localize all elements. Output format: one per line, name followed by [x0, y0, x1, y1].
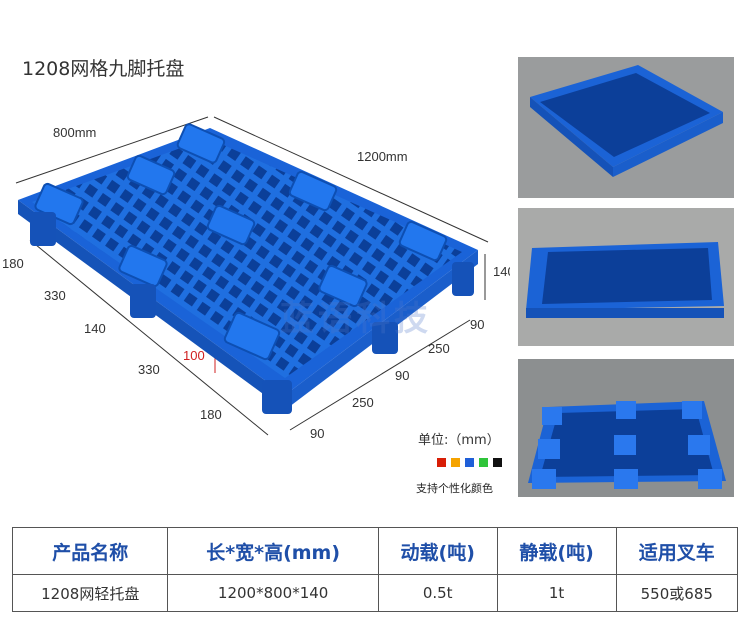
cell-dimensions: 1200*800*140 — [167, 574, 379, 612]
header-static-load: 静载(吨) — [496, 527, 617, 575]
left-dim-1: 180 — [2, 256, 24, 271]
width-label: 1200mm — [357, 149, 408, 164]
cell-dynamic-load: 0.5t — [377, 574, 498, 612]
pallet-photo-angled — [518, 57, 734, 198]
table-row: 1208网轻托盘 1200*800*140 0.5t 1t 550或685 — [11, 574, 739, 612]
watermark: 蓝语科技 — [280, 299, 432, 339]
right-dim-2: 250 — [428, 341, 450, 356]
pallet-photo-front — [518, 208, 734, 346]
header-product-name: 产品名称 — [11, 527, 169, 575]
right-dim-5: 90 — [310, 426, 324, 441]
spec-table: 产品名称 长*宽*高(mm) 动载(吨) 静载(吨) 适用叉车 1208网轻托盘… — [11, 527, 739, 612]
foot-height-label: 100 — [183, 348, 205, 363]
unit-label: 单位:（mm） — [418, 433, 500, 448]
color-swatch-green — [479, 458, 488, 467]
header-dynamic-load: 动载(吨) — [377, 527, 498, 575]
left-dim-4: 330 — [138, 362, 160, 377]
page-title: 1208网格九脚托盘 — [22, 58, 185, 80]
left-dim-5: 180 — [200, 407, 222, 422]
pallet-photo-underside — [518, 359, 734, 497]
color-swatches — [437, 458, 502, 467]
custom-color-label: 支持个性化颜色 — [416, 482, 493, 495]
height-label: 140 — [493, 264, 510, 279]
header-forklift: 适用叉车 — [615, 527, 739, 575]
color-swatch-blue — [465, 458, 474, 467]
table-header-row: 产品名称 长*宽*高(mm) 动载(吨) 静载(吨) 适用叉车 — [11, 527, 739, 575]
right-dim-3: 90 — [395, 368, 409, 383]
color-swatch-black — [493, 458, 502, 467]
color-swatch-yellow — [451, 458, 460, 467]
cell-static-load: 1t — [496, 574, 617, 612]
cell-forklift: 550或685 — [615, 574, 739, 612]
color-swatch-red — [437, 458, 446, 467]
length-label: 800mm — [53, 125, 96, 140]
left-dim-2: 330 — [44, 288, 66, 303]
pallet-diagram: 800mm 1200mm 140 100 180 330 140 330 180… — [2, 116, 510, 441]
cell-product-name: 1208网轻托盘 — [11, 574, 169, 612]
right-dim-4: 250 — [352, 395, 374, 410]
left-dim-3: 140 — [84, 321, 106, 336]
right-dim-1: 90 — [470, 317, 484, 332]
header-dimensions: 长*宽*高(mm) — [167, 527, 379, 575]
